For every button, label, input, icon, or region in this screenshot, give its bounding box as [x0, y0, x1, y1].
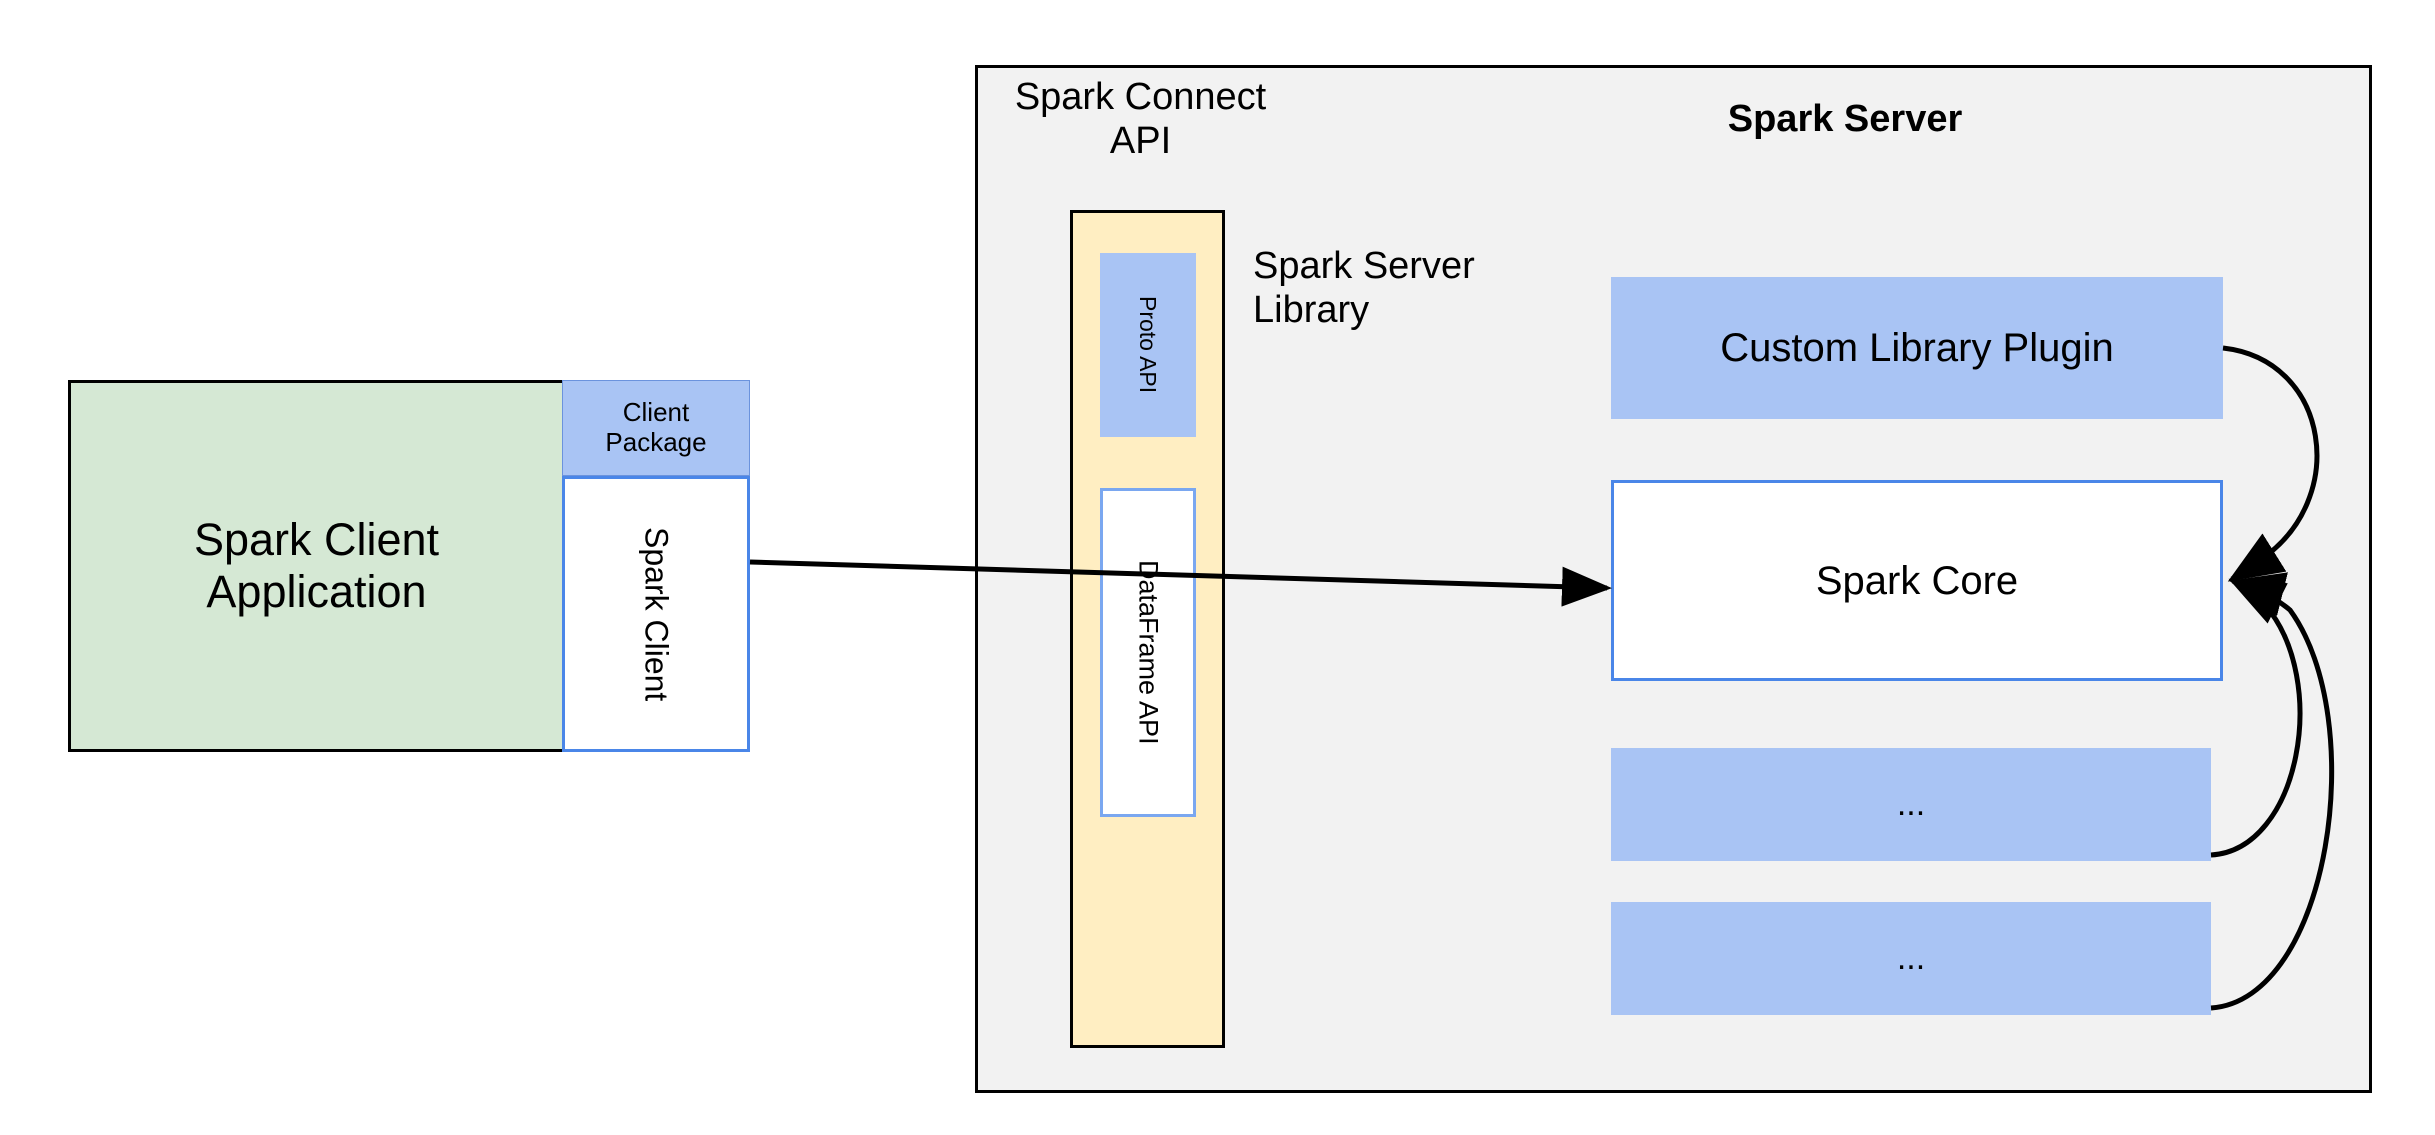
custom-library-plugin-label: Custom Library Plugin	[1720, 326, 2114, 370]
spark-connect-api-label: Spark Connect API	[998, 68, 1283, 162]
spark-server-library-text: Spark Server Library	[1253, 245, 1475, 331]
spark-core-label: Spark Core	[1815, 558, 2019, 603]
dataframe-api-box[interactable]: DataFrame API	[1100, 488, 1196, 817]
spark-server-title: Spark Server	[1680, 97, 2010, 143]
ellipsis-box-2-label: ...	[1896, 938, 1926, 977]
ellipsis-box-1[interactable]: ...	[1611, 748, 2211, 861]
dataframe-api-label: DataFrame API	[1133, 560, 1164, 745]
spark-server-title-text: Spark Server	[1727, 98, 1963, 141]
spark-core-box[interactable]: Spark Core	[1611, 480, 2223, 681]
spark-client-application-box[interactable]: Spark Client Application	[68, 380, 565, 752]
proto-api-box[interactable]: Proto API	[1100, 253, 1196, 437]
spark-client-box[interactable]: Spark Client	[562, 476, 750, 752]
ellipsis-box-1-label: ...	[1896, 784, 1926, 823]
client-package-label: Client Package	[605, 397, 707, 457]
spark-server-library-label: Spark Server Library	[1253, 245, 1553, 335]
custom-library-plugin-box[interactable]: Custom Library Plugin	[1611, 277, 2223, 419]
proto-api-label: Proto API	[1135, 296, 1162, 394]
spark-connect-api-text: Spark Connect API	[1014, 76, 1267, 162]
spark-client-application-label: Spark Client Application	[193, 514, 440, 617]
client-package-box[interactable]: Client Package	[562, 380, 750, 476]
spark-client-label: Spark Client	[638, 526, 675, 702]
ellipsis-box-2[interactable]: ...	[1611, 902, 2211, 1015]
